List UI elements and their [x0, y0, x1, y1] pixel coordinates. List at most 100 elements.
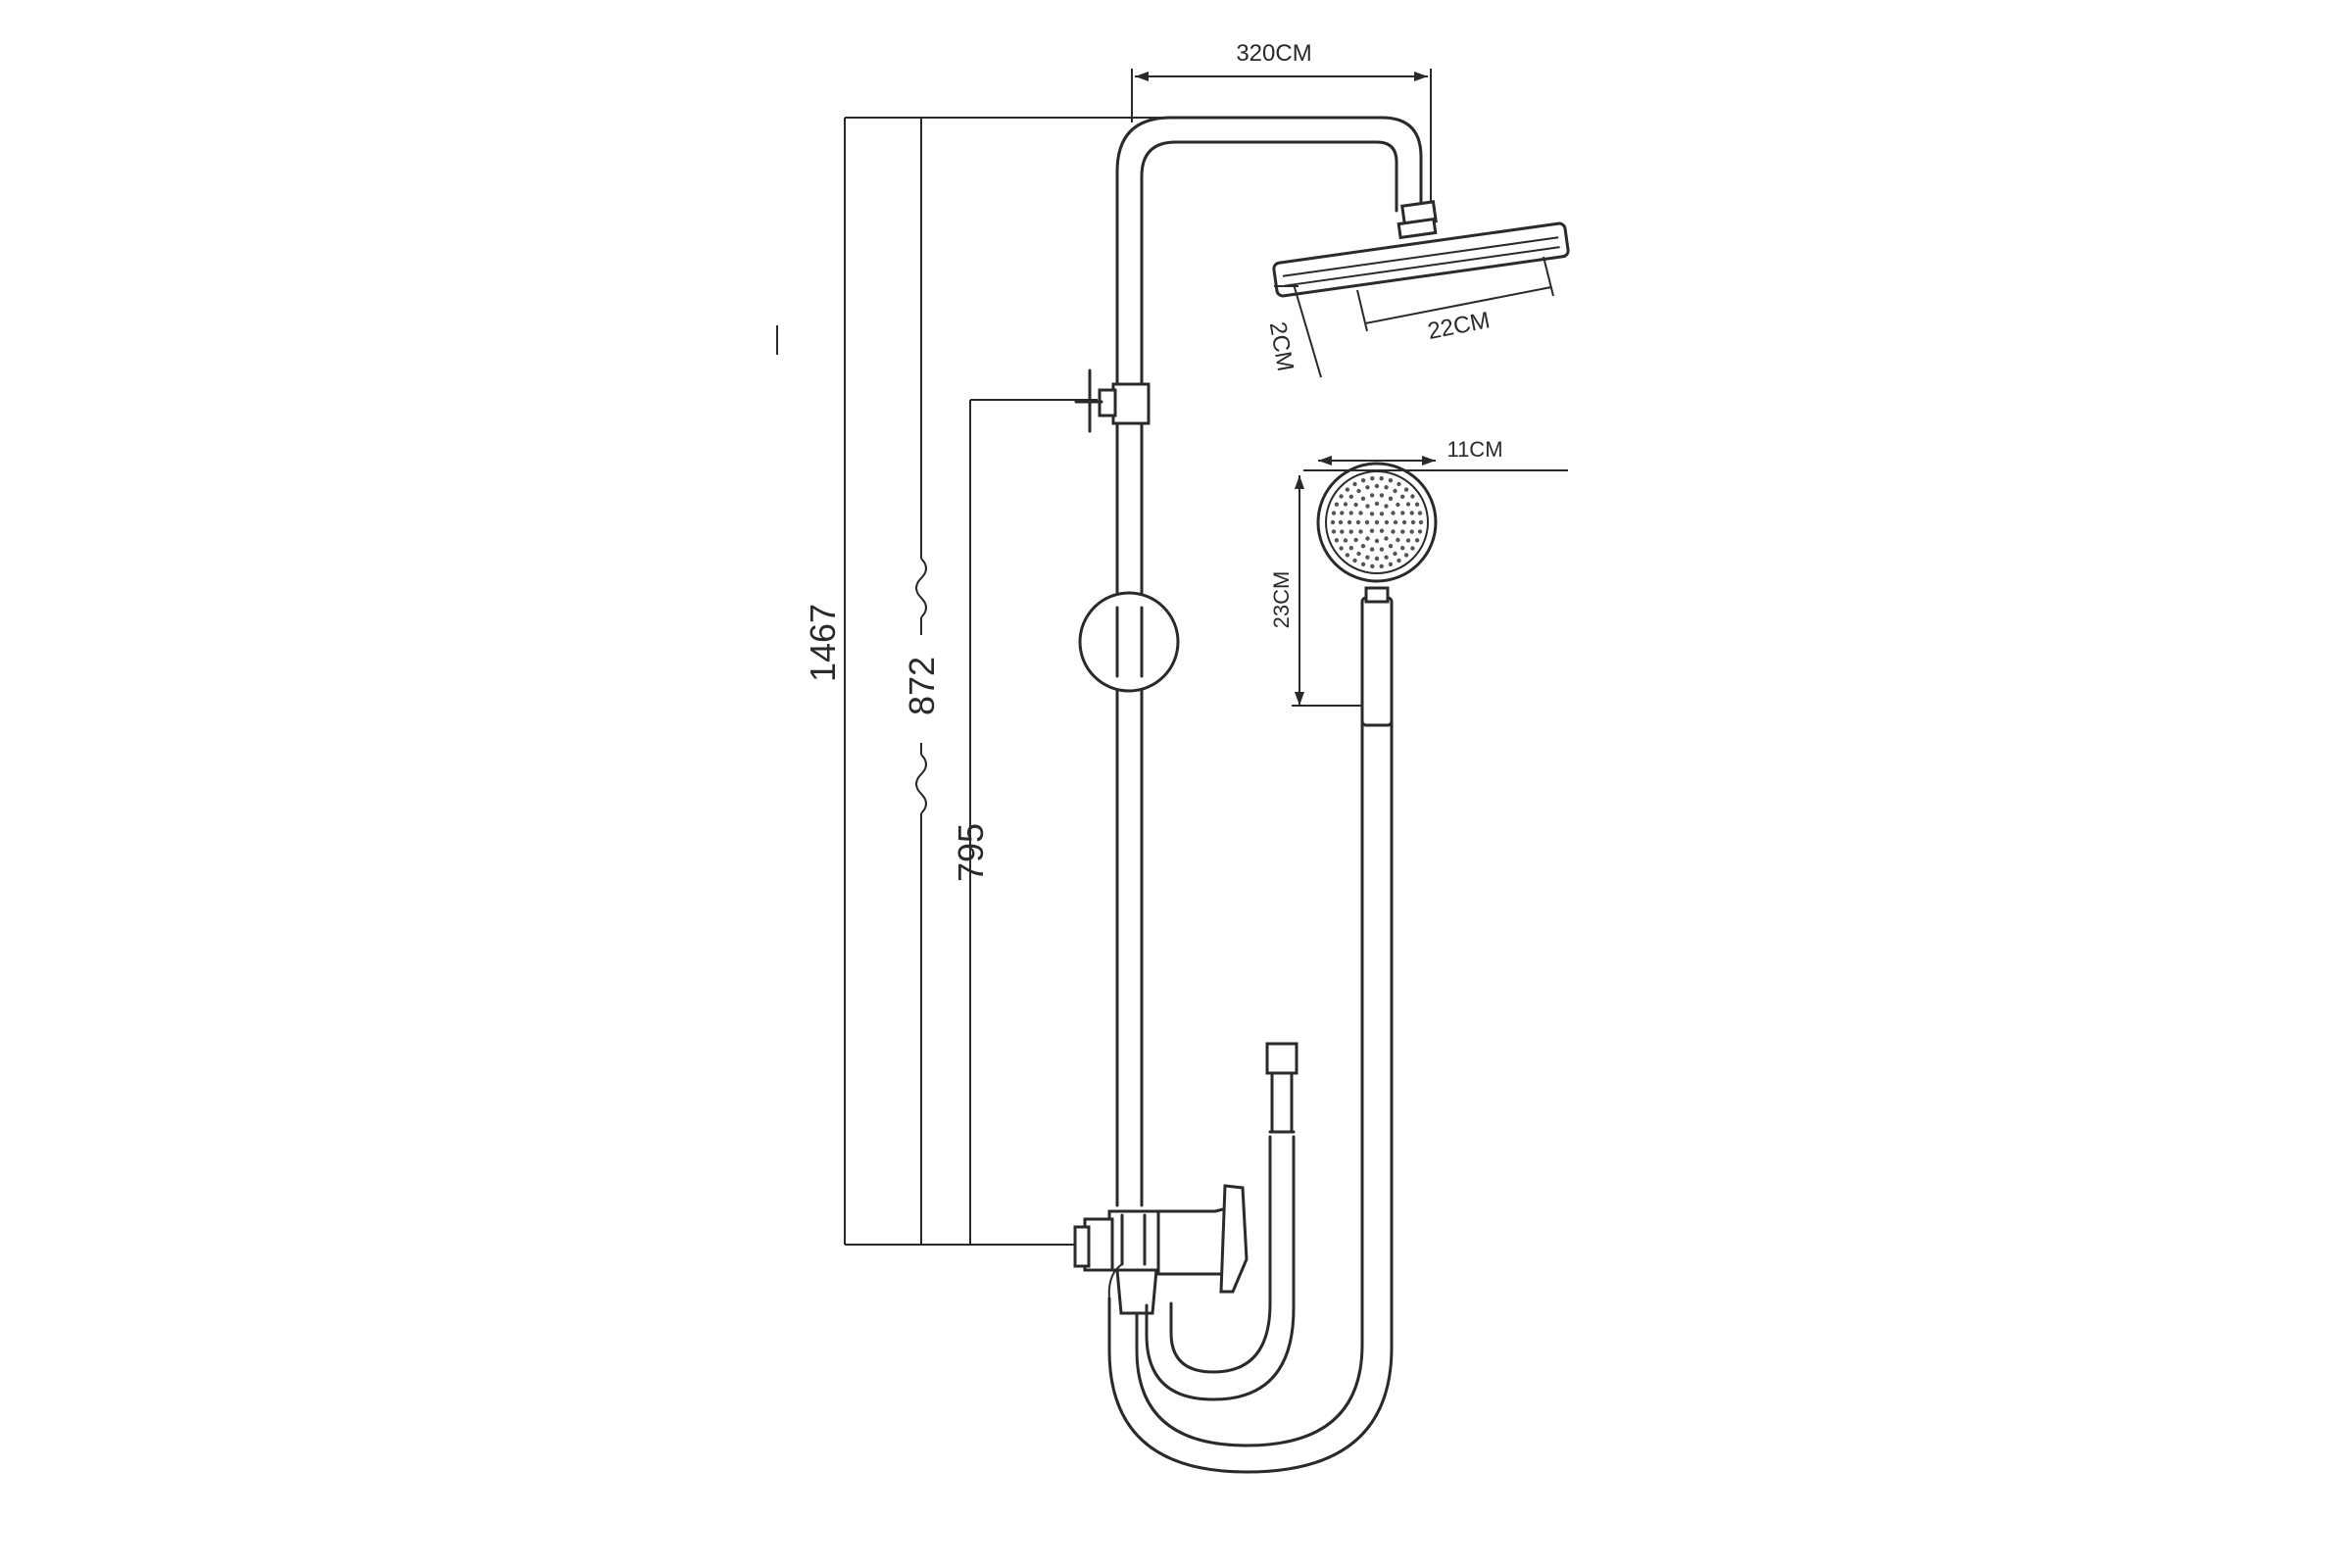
- nozzle-dot: [1348, 494, 1354, 499]
- nozzle-dot: [1396, 502, 1400, 508]
- dim-hand-length: 23CM: [1269, 571, 1294, 629]
- nozzle-dot: [1352, 558, 1357, 564]
- nozzle-dot: [1374, 519, 1380, 525]
- nozzle-dot: [1374, 483, 1380, 489]
- head-connector: [1396, 200, 1438, 240]
- dimension-head-width: [1356, 256, 1554, 332]
- nozzle-dot: [1388, 478, 1394, 483]
- nozzle-dot: [1365, 485, 1370, 490]
- nozzle-dot: [1403, 487, 1409, 492]
- nozzle-dot: [1365, 536, 1370, 541]
- nozzle-dot: [1365, 555, 1370, 560]
- dim-holder-height: 795: [951, 823, 991, 882]
- nozzle-dot: [1417, 529, 1423, 534]
- nozzle-dot: [1384, 504, 1389, 509]
- rain-shower-head: [1272, 221, 1570, 298]
- nozzle-dot: [1343, 538, 1348, 543]
- mixer-valve: [1073, 1184, 1249, 1315]
- nozzle-dot: [1348, 546, 1354, 551]
- nozzle-dot: [1418, 519, 1424, 525]
- nozzle-dot: [1338, 519, 1344, 525]
- nozzle-dot: [1379, 564, 1384, 568]
- nozzle-dot: [1414, 538, 1420, 543]
- nozzle-dot: [1384, 485, 1389, 490]
- nozzle-dot: [1396, 481, 1401, 487]
- nozzle-dot: [1379, 512, 1385, 516]
- nozzle-dot: [1393, 551, 1397, 557]
- nozzle-dot: [1348, 511, 1353, 515]
- nozzle-dot: [1345, 553, 1350, 558]
- nozzle-dot: [1356, 551, 1361, 557]
- nozzle-dot: [1374, 501, 1380, 507]
- nozzle-dot: [1356, 488, 1361, 494]
- nozzle-dot: [1391, 511, 1396, 515]
- dimension-head-thickness: [1274, 283, 1322, 378]
- nozzle-dot: [1360, 544, 1366, 549]
- nozzle-dot: [1370, 476, 1375, 481]
- nozzle-dot: [1409, 529, 1414, 534]
- nozzle-dot: [1340, 511, 1345, 515]
- nozzle-dot: [1331, 511, 1337, 515]
- nozzle-dot: [1369, 512, 1375, 516]
- nozzle-dot: [1331, 529, 1337, 534]
- nozzle-dot: [1400, 494, 1405, 499]
- nozzle-dot: [1384, 519, 1390, 525]
- nozzle-dot: [1345, 487, 1350, 492]
- dim-head-thickness: 2CM: [1264, 319, 1298, 373]
- nozzle-dot: [1340, 529, 1345, 534]
- dim-top-width: 320CM: [1236, 40, 1311, 67]
- nozzle-dot: [1409, 511, 1414, 515]
- nozzle-dot: [1343, 502, 1348, 507]
- nozzle-dot: [1334, 538, 1340, 543]
- dim-head-width: 22CM: [1426, 307, 1493, 345]
- nozzle-dot: [1396, 558, 1401, 564]
- nozzle-dot: [1360, 562, 1366, 566]
- nozzle-dot: [1360, 478, 1366, 483]
- nozzle-dot: [1334, 502, 1340, 507]
- nozzle-pattern: [1330, 476, 1424, 568]
- nozzle-dot: [1364, 519, 1370, 525]
- nozzle-dot: [1414, 502, 1420, 507]
- nozzle-dot: [1369, 493, 1375, 498]
- dimension-hand-shower: [1292, 456, 1568, 707]
- nozzle-dot: [1393, 488, 1397, 494]
- nozzle-dot: [1365, 504, 1370, 509]
- nozzle-dot: [1358, 529, 1363, 534]
- nozzle-dot: [1369, 528, 1375, 533]
- nozzle-dot: [1388, 496, 1394, 501]
- nozzle-dot: [1400, 529, 1405, 534]
- nozzle-dot: [1352, 481, 1357, 487]
- nozzle-dot: [1379, 528, 1385, 533]
- nozzle-dot: [1405, 502, 1411, 507]
- nozzle-dot: [1379, 493, 1385, 498]
- nozzle-dot: [1396, 537, 1400, 543]
- nozzle-dot: [1370, 564, 1375, 568]
- dim-rail-height: 872: [902, 657, 942, 715]
- slide-holder: [1078, 591, 1180, 693]
- nozzle-dot: [1369, 547, 1375, 552]
- nozzle-dot: [1405, 538, 1411, 543]
- nozzle-dot: [1391, 529, 1396, 534]
- nozzle-dot: [1400, 546, 1405, 551]
- nozzle-dot: [1348, 529, 1353, 534]
- nozzle-dot: [1355, 519, 1361, 525]
- riser-pipe: [1115, 116, 1423, 1207]
- nozzle-dot: [1400, 511, 1405, 515]
- nozzle-dot: [1393, 519, 1398, 525]
- dim-total-height: 1467: [803, 604, 843, 682]
- nozzle-dot: [1388, 544, 1394, 549]
- nozzle-dot: [1339, 546, 1344, 551]
- nozzle-dot: [1353, 502, 1358, 508]
- nozzle-dot: [1358, 511, 1363, 515]
- nozzle-dot: [1353, 537, 1358, 543]
- nozzle-dot: [1384, 536, 1389, 541]
- dimension-lines-left: [844, 117, 1225, 1246]
- dimension-top-width: [1131, 69, 1432, 211]
- nozzle-dot: [1347, 519, 1352, 525]
- nozzle-dot: [1379, 547, 1385, 552]
- nozzle-dot: [1410, 494, 1415, 499]
- nozzle-dot: [1374, 556, 1380, 562]
- nozzle-dot: [1388, 562, 1394, 566]
- nozzle-dot: [1401, 519, 1407, 525]
